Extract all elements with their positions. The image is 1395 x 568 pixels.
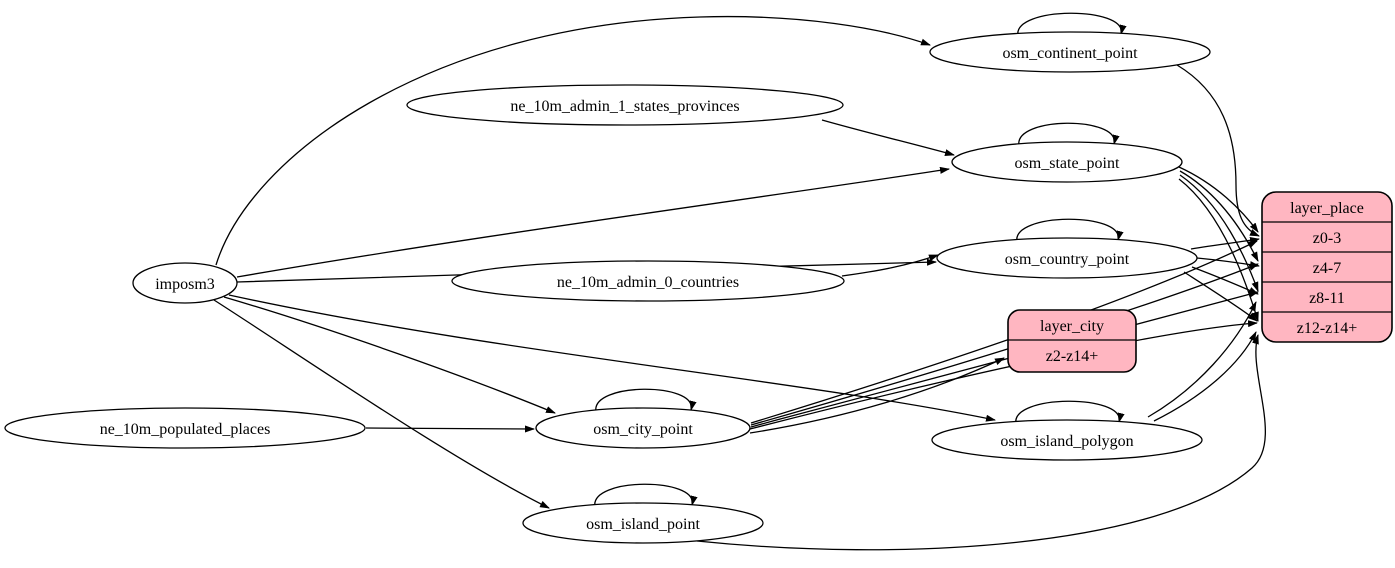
- self-loop-osm_island_polygon: [1015, 400, 1125, 425]
- edge-osm_city_point-layer_city-z2-z14: [749, 357, 1005, 434]
- self-loop-osm_country_point: [1016, 218, 1124, 243]
- layer-place-row-z12-z14: z12-z14+: [1297, 320, 1358, 337]
- edge-osm_country_point-layer_place-z12-z14: [1183, 271, 1258, 322]
- edge-osm_city_point-layer_place-z12-z14: [749, 320, 1258, 430]
- self-loop-osm_continent_point: [1017, 12, 1127, 37]
- node-osm-island-point: osm_island_point: [522, 502, 764, 544]
- node-osm-island-polygon-label: osm_island_polygon: [1000, 433, 1133, 450]
- node-layer-city: layer_city z2-z14+: [1007, 309, 1137, 373]
- edge-osm_country_point-layer_place-z0-3: [1190, 236, 1260, 250]
- layer-place-row-z0-3: z0-3: [1313, 230, 1341, 247]
- edge-osm_island_polygon-layer_place-z8-11: [1147, 301, 1257, 418]
- edge-imposm3-osm_island_point: [213, 299, 550, 509]
- edge-imposm3-osm_island_polygon: [228, 294, 996, 422]
- node-osm-state-point-label: osm_state_point: [1015, 155, 1120, 172]
- node-osm-island-point-shape: [522, 502, 764, 544]
- node-osm-state-point: osm_state_point: [951, 141, 1183, 183]
- node-ne-10m-admin-1-states-provinces: ne_10m_admin_1_states_provinces: [406, 84, 844, 126]
- layer-place-title: layer_place: [1290, 200, 1364, 217]
- node-imposm3-shape: [132, 262, 238, 304]
- node-osm-state-point-shape: [951, 141, 1183, 183]
- layer-place-row-z8-11: z8-11: [1309, 290, 1345, 307]
- node-osm-island-polygon: osm_island_polygon: [931, 419, 1203, 461]
- edge-osm_state_point-layer_place-z4-7: [1179, 170, 1259, 262]
- node-ne-10m-populated-places-shape: [4, 407, 366, 449]
- node-osm-continent-point-shape: [929, 31, 1211, 73]
- edge-osm_state_point-layer_place-z0-3: [1178, 166, 1259, 233]
- node-osm-city-point-shape: [535, 407, 751, 449]
- edge-osm_island_point-layer_place-z12-z14: [696, 334, 1266, 551]
- node-osm-country-point-shape: [936, 237, 1198, 279]
- node-ne-10m-admin-0-countries-label: ne_10m_admin_0_countries: [557, 274, 739, 291]
- node-osm-city-point-label: osm_city_point: [593, 421, 693, 438]
- node-osm-city-point: osm_city_point: [535, 407, 751, 449]
- node-layer-place: layer_place z0-3 z4-7 z8-11 z12-z14+: [1261, 191, 1393, 343]
- self-loop-osm_island_point: [594, 483, 698, 508]
- node-layer-city-shape: [1007, 309, 1137, 373]
- node-ne-10m-admin-1-states-provinces-shape: [406, 84, 844, 126]
- edge-osm_state_point-layer_place-z12-z14: [1178, 178, 1259, 322]
- node-osm-country-point: osm_country_point: [936, 237, 1198, 279]
- layer-city-title: layer_city: [1040, 318, 1104, 335]
- node-ne-10m-admin-0-countries: ne_10m_admin_0_countries: [451, 260, 845, 302]
- edge-layer: [213, 12, 1266, 551]
- node-ne-10m-admin-0-countries-shape: [451, 260, 845, 302]
- edge-imposm3-osm_city_point: [223, 296, 556, 414]
- edge-ne_10m_admin_1_states_provinces-osm_state_point: [821, 119, 955, 156]
- node-imposm3-label: imposm3: [155, 276, 215, 293]
- edge-ne_10m_populated_places-osm_city_point: [365, 425, 535, 433]
- node-layer-place-shape: [1261, 191, 1393, 343]
- edge-osm_state_point-layer_place-z8-11: [1179, 174, 1259, 292]
- node-osm-continent-point: osm_continent_point: [929, 31, 1211, 73]
- edge-imposm3-osm_continent_point: [215, 15, 931, 266]
- node-ne-10m-admin-1-states-provinces-label: ne_10m_admin_1_states_provinces: [510, 98, 739, 115]
- node-osm-island-polygon-shape: [931, 419, 1203, 461]
- node-osm-country-point-label: osm_country_point: [1005, 251, 1130, 268]
- edge-imposm3-osm_state_point: [236, 166, 950, 278]
- node-imposm3: imposm3: [132, 262, 238, 304]
- self-loop-osm_state_point: [1018, 122, 1120, 147]
- edge-osm_city_point-layer_place-z8-11: [750, 290, 1259, 428]
- node-ne-10m-populated-places-label: ne_10m_populated_places: [100, 421, 271, 438]
- node-osm-island-point-label: osm_island_point: [586, 516, 700, 533]
- edge-osm_country_point-layer_place-z8-11: [1191, 266, 1259, 295]
- edge-osm_island_polygon-layer_place-z12-z14: [1153, 331, 1257, 422]
- node-ne-10m-populated-places: ne_10m_populated_places: [4, 407, 366, 449]
- layer-city-row-z2-z14: z2-z14+: [1046, 348, 1099, 365]
- self-loop-osm_city_point: [595, 388, 697, 413]
- node-osm-continent-point-label: osm_continent_point: [1002, 45, 1138, 62]
- edge-ne_10m_admin_0_countries-osm_country_point: [841, 254, 939, 277]
- layer-place-row-z4-7: z4-7: [1313, 260, 1341, 277]
- edge-osm_continent_point-layer_place-z0-3: [1176, 64, 1260, 237]
